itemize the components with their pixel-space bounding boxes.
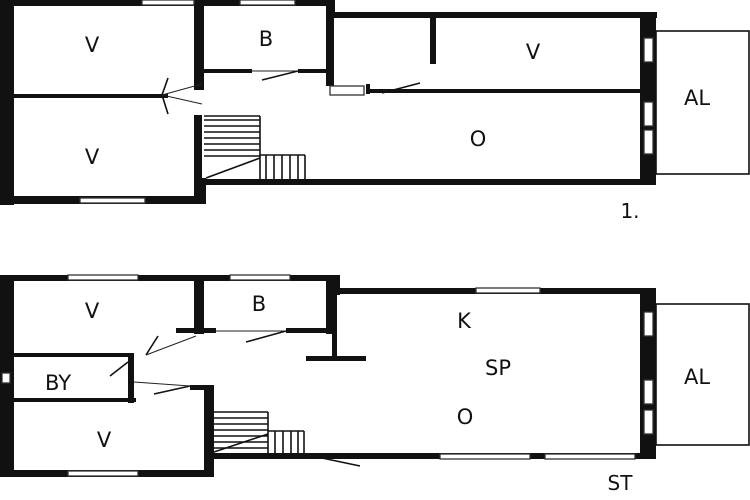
ground-window-top-v <box>67 274 139 281</box>
upper-wall-bottom-right <box>204 179 656 185</box>
ground-window-right-a <box>643 311 654 337</box>
upper-wall-left <box>0 0 14 205</box>
ground-door-entrance-leaf <box>321 457 361 467</box>
ground-room-label-b: B <box>252 292 266 316</box>
ground-balcony-outline <box>655 303 750 446</box>
upper-wall-b-left <box>194 0 204 90</box>
ground-door-by-leaf <box>109 361 129 377</box>
ground-wall-b-left <box>194 278 204 334</box>
upper-door-o-leaf <box>381 82 421 94</box>
ground-room-label-o: O <box>457 405 474 429</box>
ground-wall-kitchen <box>332 292 337 360</box>
upper-room-label-v-right: V <box>526 40 541 64</box>
upper-wall-v-divider <box>12 94 168 98</box>
upper-door-b-leaf <box>261 70 299 81</box>
ground-window-bottom-o-a <box>439 453 531 460</box>
ground-room-label-al: AL <box>684 365 710 389</box>
ground-wall-step <box>332 275 340 295</box>
ground-room-label-k: K <box>457 309 472 333</box>
upper-wall-o-corner <box>366 84 370 94</box>
ground-door-v-swing <box>145 335 197 356</box>
ground-window-bottom-v <box>67 470 139 477</box>
ground-window-right-b <box>643 379 654 405</box>
upper-wall-b-right <box>326 0 334 86</box>
upper-wall-v-right-stub <box>430 14 436 64</box>
upper-balcony-outline <box>655 30 750 175</box>
ground-wall-kitchen-counter <box>306 356 366 361</box>
floor-plan-upper <box>0 0 750 205</box>
ground-room-label-v-bottom-left: V <box>97 428 112 452</box>
ground-wall-v-right <box>204 385 214 457</box>
ground-room-label-by: BY <box>45 371 71 395</box>
upper-window-top-left <box>141 0 195 6</box>
upper-window-bottom-v <box>79 197 146 204</box>
upper-window-right-b <box>643 101 654 127</box>
floor-plan-ground <box>0 274 750 477</box>
ground-wall-by-bottom <box>12 398 136 402</box>
ground-room-label-sp: SP <box>485 356 511 380</box>
ground-door-hall-opening <box>133 381 191 387</box>
upper-room-label-v-top-left: V <box>85 33 100 57</box>
ground-wall-b-bottom-a <box>176 328 216 333</box>
upper-wall-top-left <box>0 0 205 6</box>
ground-window-bottom-o-b <box>544 453 636 460</box>
ground-wall-b-bottom-b <box>286 328 334 333</box>
ground-wall-bottom-step <box>204 452 214 477</box>
upper-staircase <box>204 115 306 179</box>
upper-window-right-c <box>643 129 654 155</box>
upper-room-label-al: AL <box>684 86 710 110</box>
upper-wall-b-bottom-a <box>202 69 252 73</box>
upper-wall-b-bottom-b <box>298 69 328 73</box>
ground-wall-by-top <box>12 353 134 357</box>
upper-window-top-b <box>239 0 296 6</box>
upper-window-right-a <box>643 37 654 63</box>
ground-wall-by-right <box>128 353 134 403</box>
ground-wall-v-top <box>190 385 210 390</box>
ground-staircase <box>213 411 305 453</box>
upper-wall-v-right <box>194 115 202 200</box>
upper-room-label-b: B <box>259 27 273 51</box>
ground-wall-bottom-right <box>212 453 656 459</box>
ground-wall-b-right <box>326 278 334 334</box>
ground-window-top-b <box>229 274 291 281</box>
upper-room-label-o: O <box>470 127 487 151</box>
upper-wall-top-right <box>327 12 657 18</box>
ground-door-v-bottom-leaf <box>153 385 191 395</box>
ground-room-label-v-top-left: V <box>85 299 100 323</box>
ground-door-v-leaf <box>145 335 159 356</box>
ground-door-b-leaf <box>245 330 287 343</box>
upper-floor-label: 1. <box>620 199 639 223</box>
ground-window-right-c <box>643 409 654 435</box>
ground-floor-label: ST <box>608 471 634 495</box>
ground-wall-top-left <box>0 275 340 281</box>
upper-door-v-swing <box>161 83 203 105</box>
ground-window-by <box>1 372 11 384</box>
upper-room-label-v-mid-left: V <box>85 145 100 169</box>
ground-window-top-kitchen <box>475 287 541 294</box>
upper-wall-o-top <box>368 89 642 93</box>
upper-door-step <box>329 85 365 96</box>
